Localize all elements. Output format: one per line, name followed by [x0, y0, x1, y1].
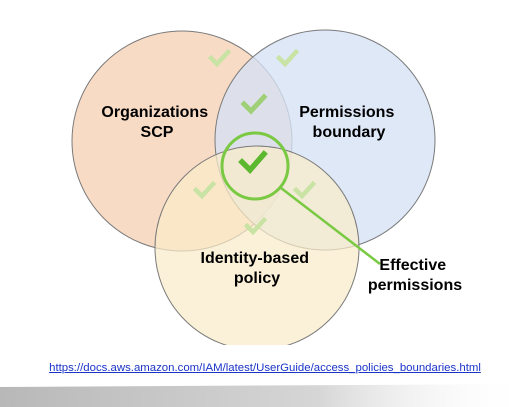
label-organizations-scp: Organizations SCP [101, 104, 212, 141]
label-line: SCP [141, 124, 174, 141]
label-line: Identity-based [201, 250, 309, 267]
label-line: Organizations [101, 104, 208, 121]
check-icon [240, 93, 268, 115]
check-icon [238, 150, 268, 175]
check-icon [207, 48, 232, 68]
check-icon [243, 216, 268, 236]
circle-identity-based-policy [154, 145, 360, 345]
label-line: boundary [313, 124, 386, 141]
effective-permissions-ring [220, 131, 290, 201]
callout-leader-line [280, 187, 381, 265]
label-line: Effective [379, 257, 446, 274]
label-permissions-boundary: Permissions boundary [299, 104, 399, 141]
bottom-shade-decoration [0, 384, 530, 407]
label-identity-based-policy: Identity-based policy [201, 250, 314, 287]
label-line: Permissions [299, 104, 394, 121]
check-icon [192, 180, 217, 200]
label-line: permissions [368, 277, 462, 294]
label-effective-permissions: Effective permissions [368, 257, 462, 294]
check-icon [275, 48, 300, 68]
label-line: policy [234, 270, 280, 287]
venn-diagram: Organizations SCP Permissions boundary I… [71, 29, 462, 345]
check-icon [292, 180, 317, 200]
source-link[interactable]: https://docs.aws.amazon.com/IAM/latest/U… [49, 362, 481, 374]
